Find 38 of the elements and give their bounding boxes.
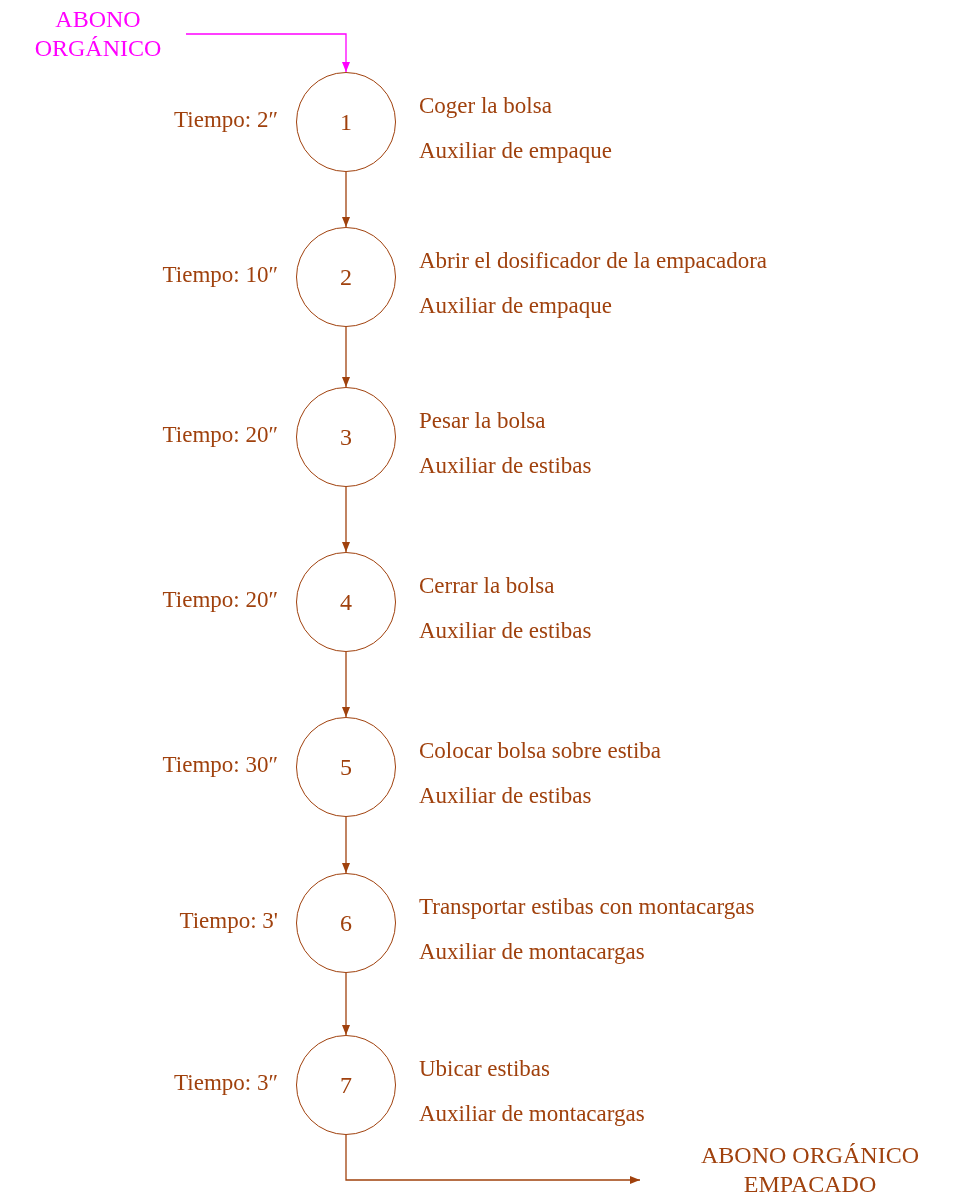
arrow <box>342 972 350 1036</box>
step-circle: 6 <box>296 873 396 973</box>
worker-label: Auxiliar de empaque <box>419 292 612 320</box>
step-circle: 7 <box>296 1035 396 1135</box>
time-label: Tiempo: 20″ <box>162 586 278 614</box>
arrow <box>342 816 350 874</box>
step-circle: 1 <box>296 72 396 172</box>
time-label: Tiempo: 10″ <box>162 261 278 289</box>
time-label: Tiempo: 20″ <box>162 421 278 449</box>
arrow <box>342 171 350 228</box>
arrow <box>342 486 350 553</box>
activity-label: Pesar la bolsa <box>419 407 546 435</box>
time-label: Tiempo: 3' <box>179 907 278 935</box>
worker-label: Auxiliar de montacargas <box>419 938 645 966</box>
worker-label: Auxiliar de estibas <box>419 452 592 480</box>
activity-label: Colocar bolsa sobre estiba <box>419 737 662 765</box>
worker-label: Auxiliar de montacargas <box>419 1100 645 1128</box>
step-circle: 4 <box>296 552 396 652</box>
output-label: ABONO ORGÁNICO EMPACADO <box>700 1141 920 1199</box>
worker-label: Auxiliar de estibas <box>419 782 592 810</box>
activity-label: Ubicar estibas <box>419 1055 550 1083</box>
activity-label: Abrir el dosificador de la empacadora <box>419 247 768 275</box>
arrow <box>185 33 350 73</box>
arrow <box>342 326 350 388</box>
worker-label: Auxiliar de estibas <box>419 617 592 645</box>
time-label: Tiempo: 2″ <box>174 106 278 134</box>
activity-label: Cerrar la bolsa <box>419 572 555 600</box>
step-circle: 2 <box>296 227 396 327</box>
input-label: ABONO ORGÁNICO <box>33 5 163 63</box>
arrow <box>342 651 350 718</box>
arrow <box>345 1134 641 1184</box>
time-label: Tiempo: 30″ <box>162 751 278 779</box>
step-circle: 3 <box>296 387 396 487</box>
time-label: Tiempo: 3″ <box>174 1069 278 1097</box>
step-circle: 5 <box>296 717 396 817</box>
worker-label: Auxiliar de empaque <box>419 137 612 165</box>
activity-label: Coger la bolsa <box>419 92 552 120</box>
activity-label: Transportar estibas con montacargas <box>419 893 755 921</box>
